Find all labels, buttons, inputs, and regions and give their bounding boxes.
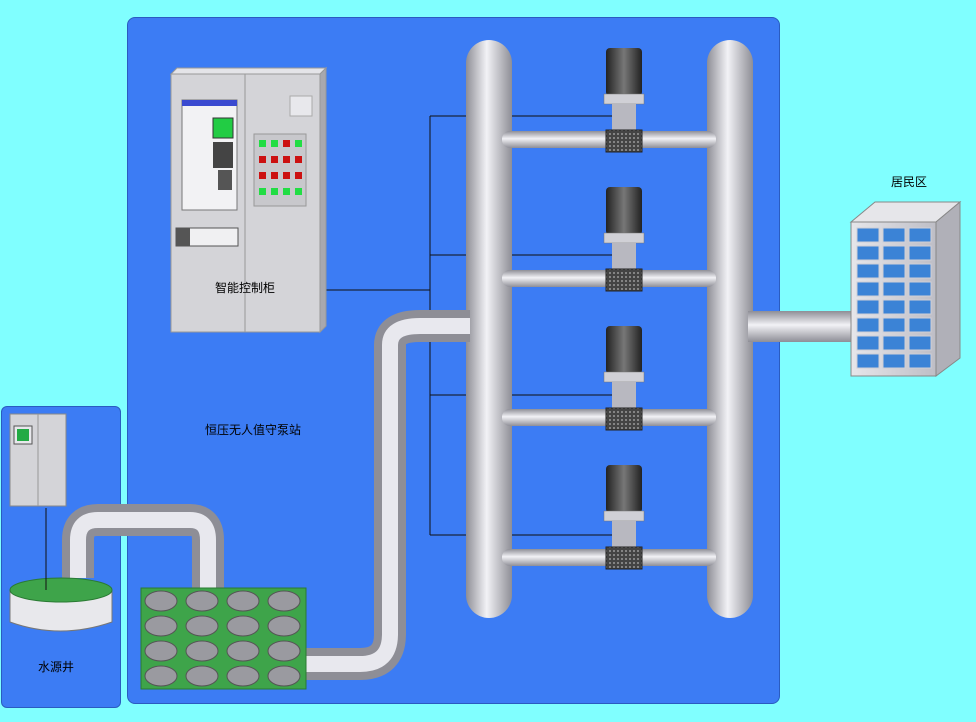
outlet-pipe bbox=[748, 311, 854, 342]
indicator-light bbox=[295, 140, 302, 147]
building-window bbox=[856, 317, 880, 333]
indicator-light bbox=[259, 156, 266, 163]
indicator-light bbox=[271, 140, 278, 147]
residential-label: 居民区 bbox=[891, 175, 928, 189]
filter-cell bbox=[267, 590, 301, 612]
building-window bbox=[882, 317, 906, 333]
building-window bbox=[882, 263, 906, 279]
filter-cell bbox=[185, 640, 219, 662]
building-window bbox=[856, 353, 880, 369]
inlet-header-pipe bbox=[466, 40, 512, 618]
building-window bbox=[882, 335, 906, 351]
filter-cell bbox=[267, 615, 301, 637]
water-well-label: 水源井 bbox=[38, 660, 75, 674]
pump-4 bbox=[603, 465, 645, 570]
building-window bbox=[908, 317, 932, 333]
control-cabinet bbox=[169, 66, 328, 334]
pump-1 bbox=[603, 48, 645, 153]
filter-cell bbox=[144, 615, 178, 637]
building-window bbox=[856, 281, 880, 297]
pump-station-label: 恒压无人值守泵站 bbox=[205, 423, 302, 437]
cabinet-indicators bbox=[259, 140, 302, 195]
filter-cell bbox=[267, 665, 301, 687]
outlet-header-pipe bbox=[707, 40, 753, 618]
water-well bbox=[9, 508, 113, 632]
filter-cell bbox=[144, 640, 178, 662]
pump-3 bbox=[603, 326, 645, 431]
filter-cell bbox=[267, 640, 301, 662]
pump-2 bbox=[603, 187, 645, 292]
building-window bbox=[856, 245, 880, 261]
well-pipe bbox=[62, 504, 224, 600]
control-cabinet-label: 智能控制柜 bbox=[215, 281, 276, 295]
building-window bbox=[908, 281, 932, 297]
building-window bbox=[856, 227, 880, 243]
indicator-light bbox=[295, 156, 302, 163]
building-window bbox=[856, 263, 880, 279]
filter-cell bbox=[185, 665, 219, 687]
well-control-box bbox=[9, 413, 67, 507]
indicator-light bbox=[283, 188, 290, 195]
building-window bbox=[908, 227, 932, 243]
building-window bbox=[908, 263, 932, 279]
indicator-light bbox=[283, 140, 290, 147]
building-window bbox=[882, 281, 906, 297]
building-window bbox=[882, 353, 906, 369]
filter-cell bbox=[185, 590, 219, 612]
indicator-light bbox=[259, 172, 266, 179]
building-window bbox=[908, 299, 932, 315]
building-window bbox=[856, 299, 880, 315]
indicator-light bbox=[259, 188, 266, 195]
filter-cell bbox=[144, 590, 178, 612]
filter-cell bbox=[226, 640, 260, 662]
indicator-light bbox=[271, 188, 278, 195]
indicator-light bbox=[283, 156, 290, 163]
filter-cell bbox=[226, 615, 260, 637]
indicator-light bbox=[259, 140, 266, 147]
filter-cell bbox=[226, 665, 260, 687]
building-window bbox=[908, 353, 932, 369]
building-windows bbox=[856, 227, 932, 369]
filter-cell bbox=[226, 590, 260, 612]
filter-cell bbox=[144, 665, 178, 687]
building-window bbox=[908, 245, 932, 261]
indicator-light bbox=[295, 188, 302, 195]
indicator-light bbox=[271, 156, 278, 163]
filter-cell bbox=[185, 615, 219, 637]
building-window bbox=[882, 299, 906, 315]
indicator-light bbox=[283, 172, 290, 179]
building-window bbox=[882, 245, 906, 261]
building-window bbox=[908, 335, 932, 351]
supply-pipe bbox=[305, 310, 470, 680]
indicator-light bbox=[271, 172, 278, 179]
indicator-light bbox=[295, 172, 302, 179]
building-window bbox=[882, 227, 906, 243]
building-window bbox=[856, 335, 880, 351]
filter-cells bbox=[144, 590, 301, 687]
